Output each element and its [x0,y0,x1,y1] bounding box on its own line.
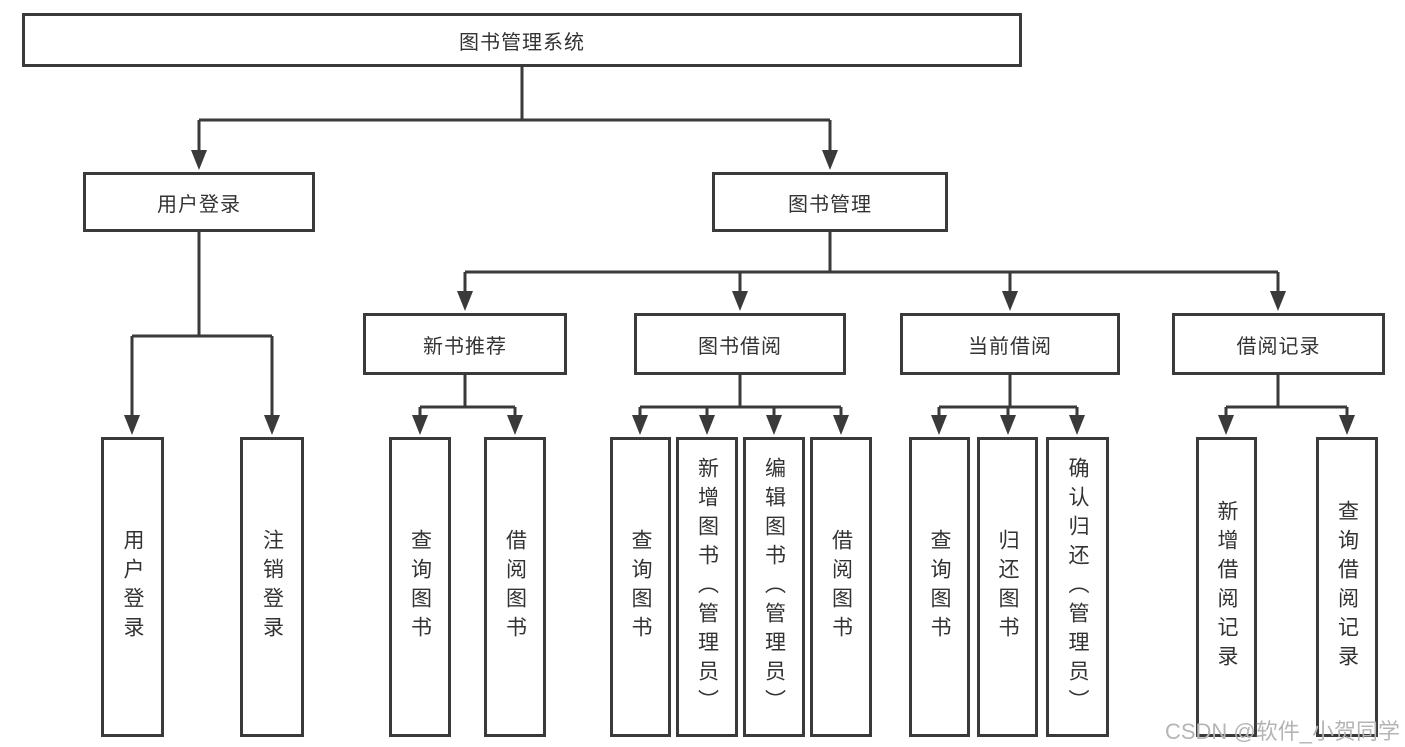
leaf-query-books-borrowing: 查询图书 [610,437,671,737]
leaf-label: 用户登录 [121,529,144,645]
leaf-confirm-return-admin: 确认归还（管理员） [1046,437,1109,737]
leaf-return-books: 归还图书 [977,437,1038,737]
leaf-label: 借阅图书 [503,529,527,645]
node-book-management: 图书管理 [712,172,948,232]
leaf-query-books-recommend: 查询图书 [389,437,451,737]
node-new-book-recommendation: 新书推荐 [363,313,567,375]
leaf-edit-books-admin: 编辑图书（管理员） [743,437,805,737]
node-library-system: 图书管理系统 [22,13,1022,67]
leaf-user-login: 用户登录 [101,437,164,737]
leaf-label: 查询图书 [408,529,432,645]
leaf-label: 新增借阅记录 [1215,500,1238,674]
node-book-borrowing: 图书借阅 [634,313,846,375]
leaf-label: 借阅图书 [829,529,853,645]
leaf-borrow-books-borrowing: 借阅图书 [810,437,872,737]
connector-arrows [124,120,1355,435]
node-borrowing-records: 借阅记录 [1172,313,1385,375]
leaf-borrow-books-recommend: 借阅图书 [484,437,546,737]
leaf-query-borrow-record: 查询借阅记录 [1316,437,1378,737]
node-user-login: 用户登录 [83,172,315,232]
leaf-label: 归还图书 [996,529,1019,645]
leaf-label: 编辑图书（管理员） [762,456,786,718]
csdn-watermark: CSDN @软件_小贺同学 [1164,719,1400,744]
leaf-query-books-current: 查询图书 [909,437,970,737]
leaf-add-borrow-record: 新增借阅记录 [1196,437,1257,737]
leaf-label: 确认归还（管理员） [1066,456,1089,718]
leaf-logout: 注销登录 [240,437,304,737]
node-current-borrowing: 当前借阅 [900,313,1120,375]
leaf-label: 查询图书 [928,529,951,645]
leaf-label: 新增图书（管理员） [695,456,719,718]
leaf-label: 查询图书 [629,529,652,645]
leaf-label: 查询借阅记录 [1335,500,1359,674]
leaf-label: 注销登录 [260,529,284,645]
connector-rails [132,67,1347,409]
leaf-add-books-admin: 新增图书（管理员） [676,437,738,737]
